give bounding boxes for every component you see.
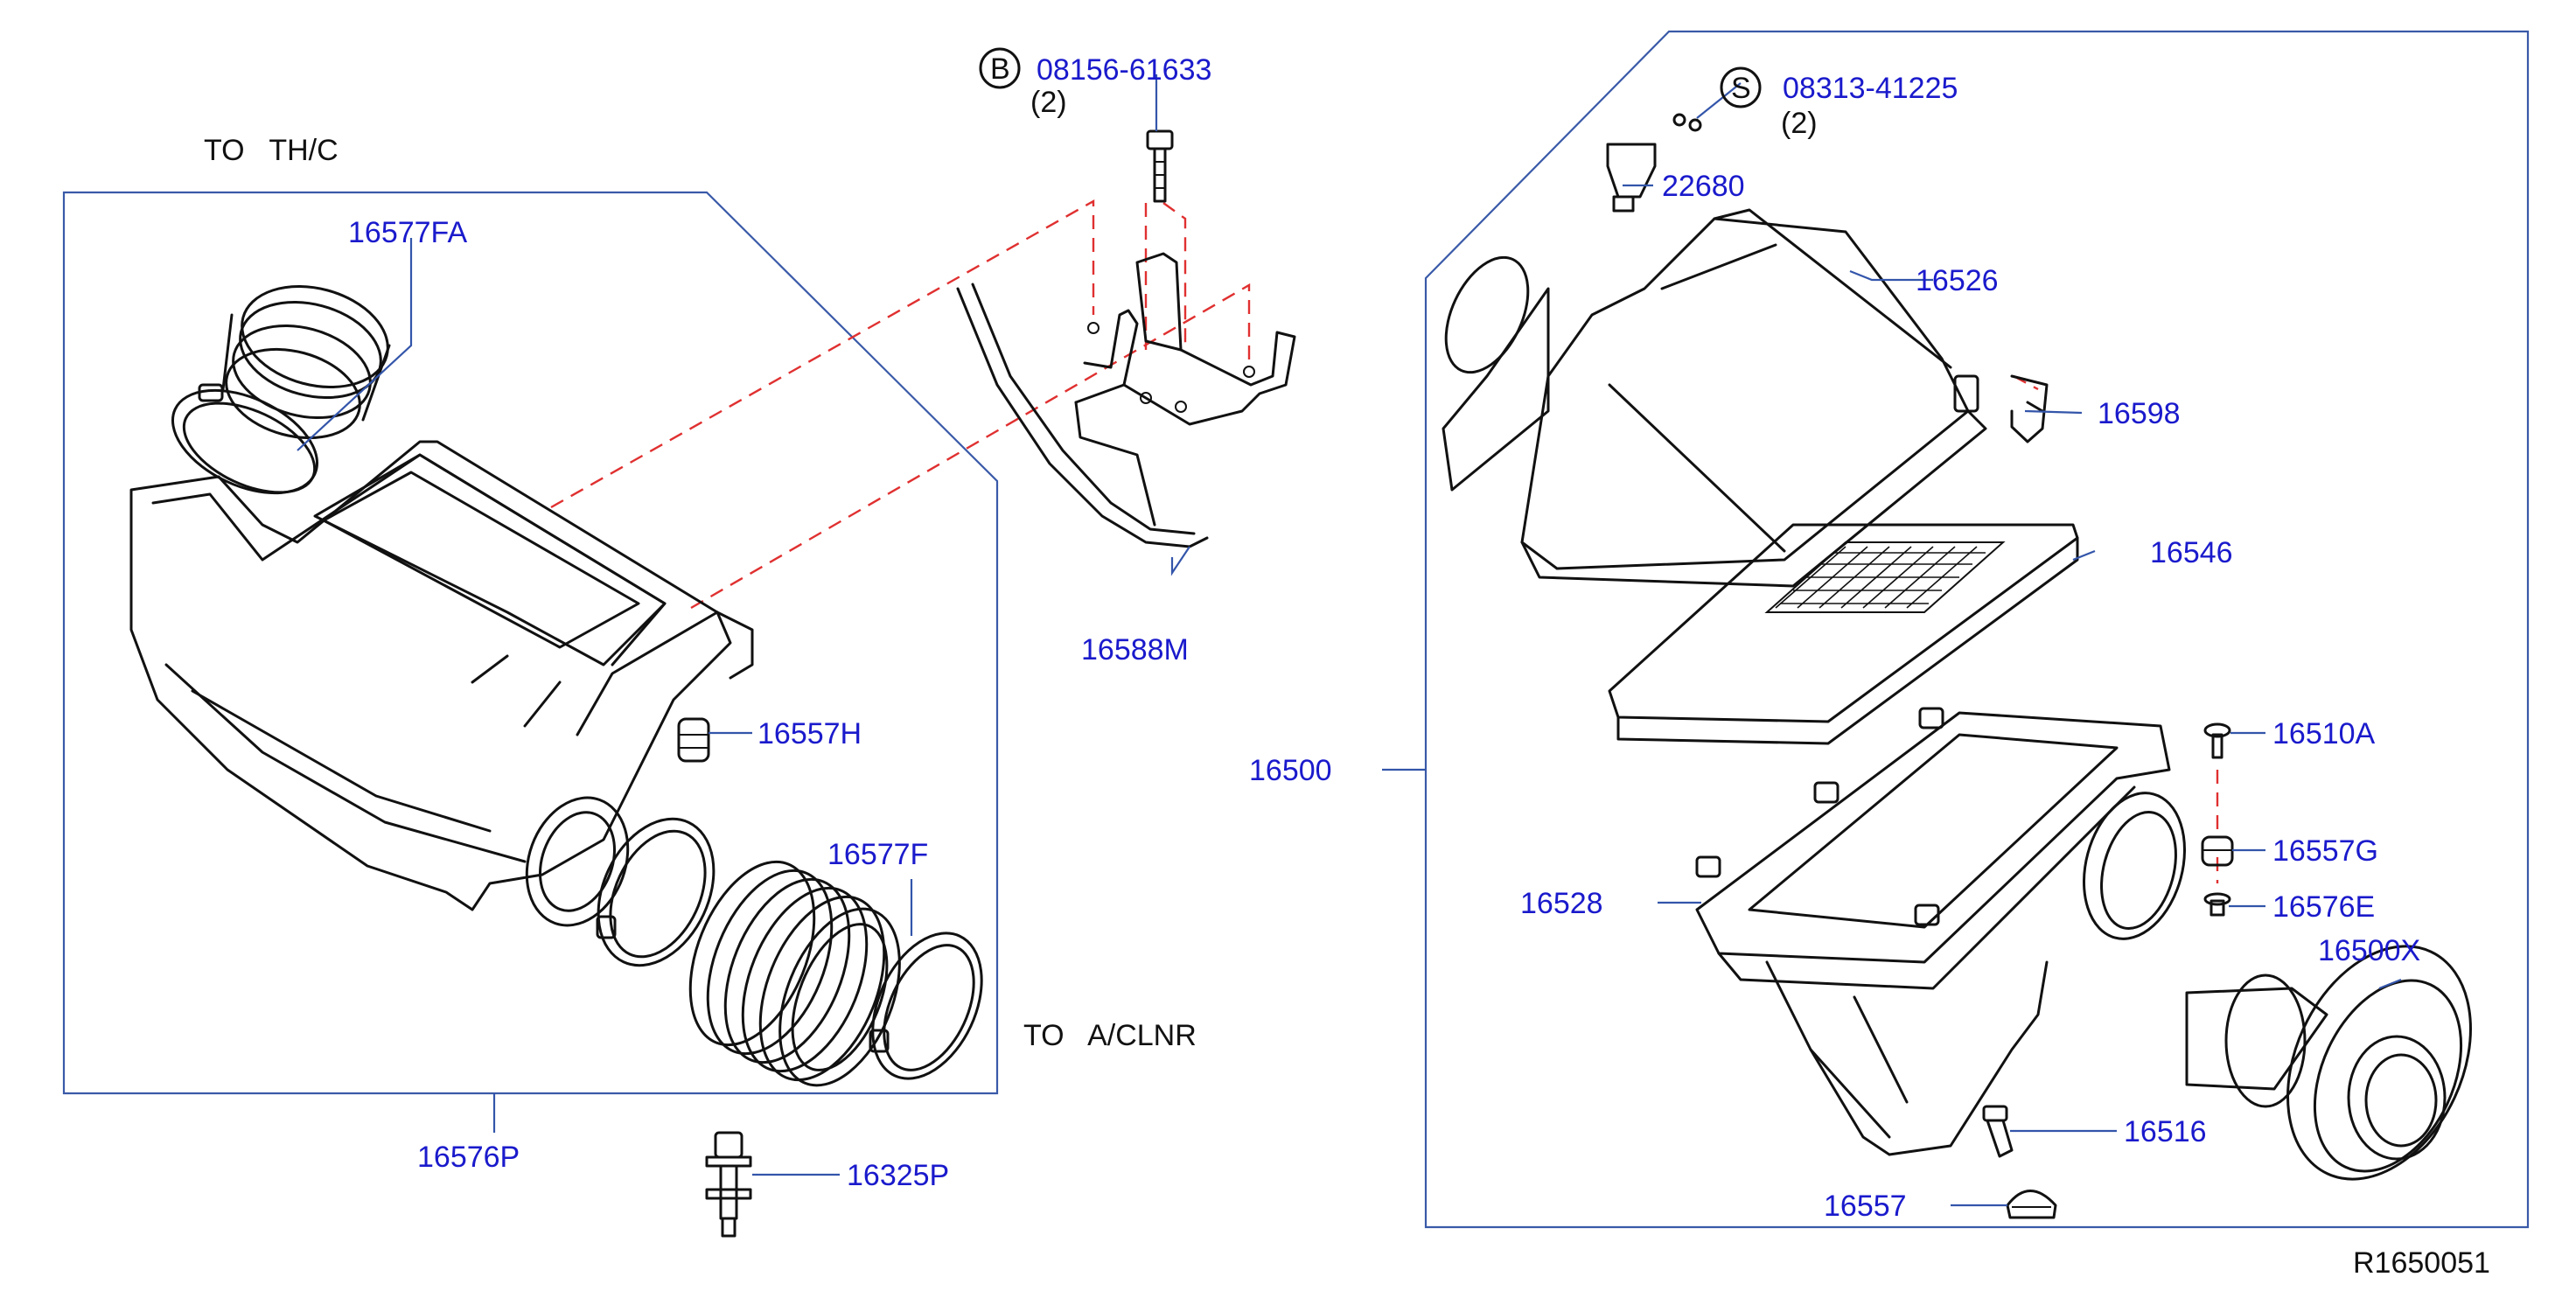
air-duct-assembly: [129, 440, 754, 927]
clamp-upper: [171, 383, 319, 495]
label-16576E: 16576E: [2272, 890, 2375, 924]
inlet-duct-16500X: [2185, 945, 2472, 1181]
labels: TO TH/C TO A/CLNR B S (2) (2) R1650051 1…: [204, 52, 2490, 1280]
label-16588M: 16588M: [1081, 633, 1189, 666]
cleaner-cover-16526: [1442, 208, 1987, 588]
label-08156-61633: 08156-61633: [1037, 53, 1211, 87]
collar-16576E: [2203, 892, 2231, 917]
cleaner-case-16528: [1695, 707, 2187, 1156]
grommet-16557: [2006, 1190, 2057, 1219]
label-16528: 16528: [1520, 887, 1603, 920]
air-cleaner-group-outline: [1424, 30, 2530, 1229]
label-16516: 16516: [2124, 1115, 2207, 1148]
label-16576P: 16576P: [417, 1141, 520, 1174]
label-08313-41225: 08313-41225: [1783, 72, 1958, 105]
label-22680: 22680: [1662, 170, 1745, 203]
bolt-16510A: [2203, 722, 2231, 759]
duct-group-outline: [62, 191, 999, 1095]
mounting-reference-lines: [550, 199, 2219, 883]
bolt-quantity: (2): [1030, 86, 1067, 119]
screw-08313: [1672, 113, 1702, 132]
clamp-lower-right: [869, 932, 983, 1080]
leader-lines: [297, 74, 2402, 1207]
diagram-id: R1650051: [2353, 1246, 2490, 1280]
screw-symbol-letter: S: [1731, 72, 1751, 105]
clamp-lower-left: [596, 817, 716, 967]
label-16500X: 16500X: [2318, 934, 2420, 967]
screw-quantity: (2): [1781, 107, 1818, 140]
sensor-22680: [1606, 143, 1657, 213]
note-to-throttle: TO TH/C: [204, 134, 339, 167]
note-to-cleaner: TO A/CLNR: [1023, 1019, 1197, 1052]
label-16598: 16598: [2098, 397, 2181, 430]
label-16557: 16557: [1824, 1190, 1907, 1223]
hose-16577F: [688, 860, 901, 1087]
label-16546: 16546: [2150, 536, 2233, 569]
bolt-16325P: [705, 1131, 752, 1238]
filter-16546: [1608, 523, 2079, 745]
screw-symbol-circle: [1720, 66, 1762, 108]
clip-16598: [2010, 374, 2049, 443]
label-16557G: 16557G: [2272, 834, 2378, 868]
hose-16577FA: [221, 284, 391, 440]
valve-16516: [1982, 1105, 2014, 1158]
bolt-symbol-circle: [979, 47, 1021, 89]
bolt-08156: [1146, 129, 1174, 203]
label-16510A: 16510A: [2272, 717, 2376, 750]
label-16526: 16526: [1916, 264, 1999, 297]
bracket-16588M: [956, 252, 1296, 548]
grommet-16557H: [677, 717, 710, 763]
label-16577F: 16577F: [827, 838, 928, 871]
label-16325P: 16325P: [847, 1159, 949, 1192]
label-16500: 16500: [1249, 754, 1332, 787]
label-16557H: 16557H: [757, 717, 862, 750]
label-16577FA: 16577FA: [348, 216, 467, 249]
bolt-symbol-letter: B: [990, 52, 1010, 86]
